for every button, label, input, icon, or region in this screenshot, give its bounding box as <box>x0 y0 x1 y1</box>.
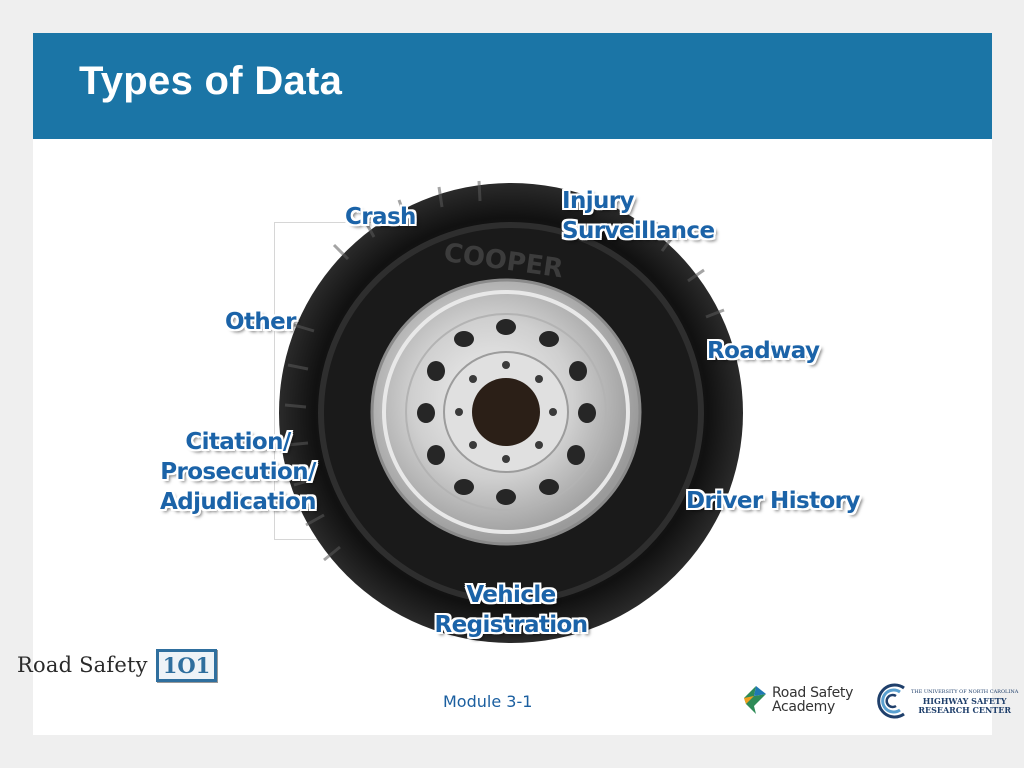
label-injury-line2: Surveillance <box>562 218 715 244</box>
label-vehicle-line2: Registration <box>434 612 588 638</box>
label-citation-line2: Prosecution/ <box>160 459 316 485</box>
hsrc-emblem-icon <box>877 683 905 719</box>
label-crash: Crash <box>345 204 416 230</box>
label-citation-line1: Citation/ <box>185 429 291 455</box>
label-citation: Citation/ Prosecution/ Adjudication <box>152 427 324 517</box>
road-safety-101-number: 1O1 <box>155 648 218 682</box>
label-other: Other <box>225 309 296 335</box>
slide-title: Types of Data <box>79 59 343 103</box>
road-safety-101-logo: Road Safety 1O1 <box>17 645 218 685</box>
road-safety-academy-logo: Road Safety Academy <box>742 684 853 716</box>
label-vehicle-line1: Vehicle <box>466 582 556 608</box>
academy-line1: Road Safety <box>772 685 854 701</box>
hsrc-line2: HIGHWAY SAFETY <box>922 695 1007 706</box>
module-number: Module 3-1 <box>443 692 533 711</box>
title-bar: Types of Data <box>33 33 992 139</box>
label-citation-line3: Adjudication <box>160 489 316 515</box>
label-injury-line1: Injury <box>562 188 635 214</box>
hsrc-line1: THE UNIVERSITY OF NORTH CAROLINA <box>911 688 1019 695</box>
hsrc-line3: RESEARCH CENTER <box>918 704 1011 715</box>
label-vehicle-registration: Vehicle Registration <box>428 580 594 640</box>
tire-image: COOPER <box>279 180 743 643</box>
hsrc-logo: THE UNIVERSITY OF NORTH CAROLINA HIGHWAY… <box>874 682 1018 720</box>
academy-line2: Academy <box>772 699 835 715</box>
label-roadway: Roadway <box>707 338 820 364</box>
label-driver-history: Driver History <box>686 488 860 514</box>
label-injury-surveillance: Injury Surveillance <box>562 186 715 246</box>
road-safety-101-text: Road Safety <box>17 653 148 677</box>
road-safety-academy-icon <box>744 686 766 714</box>
